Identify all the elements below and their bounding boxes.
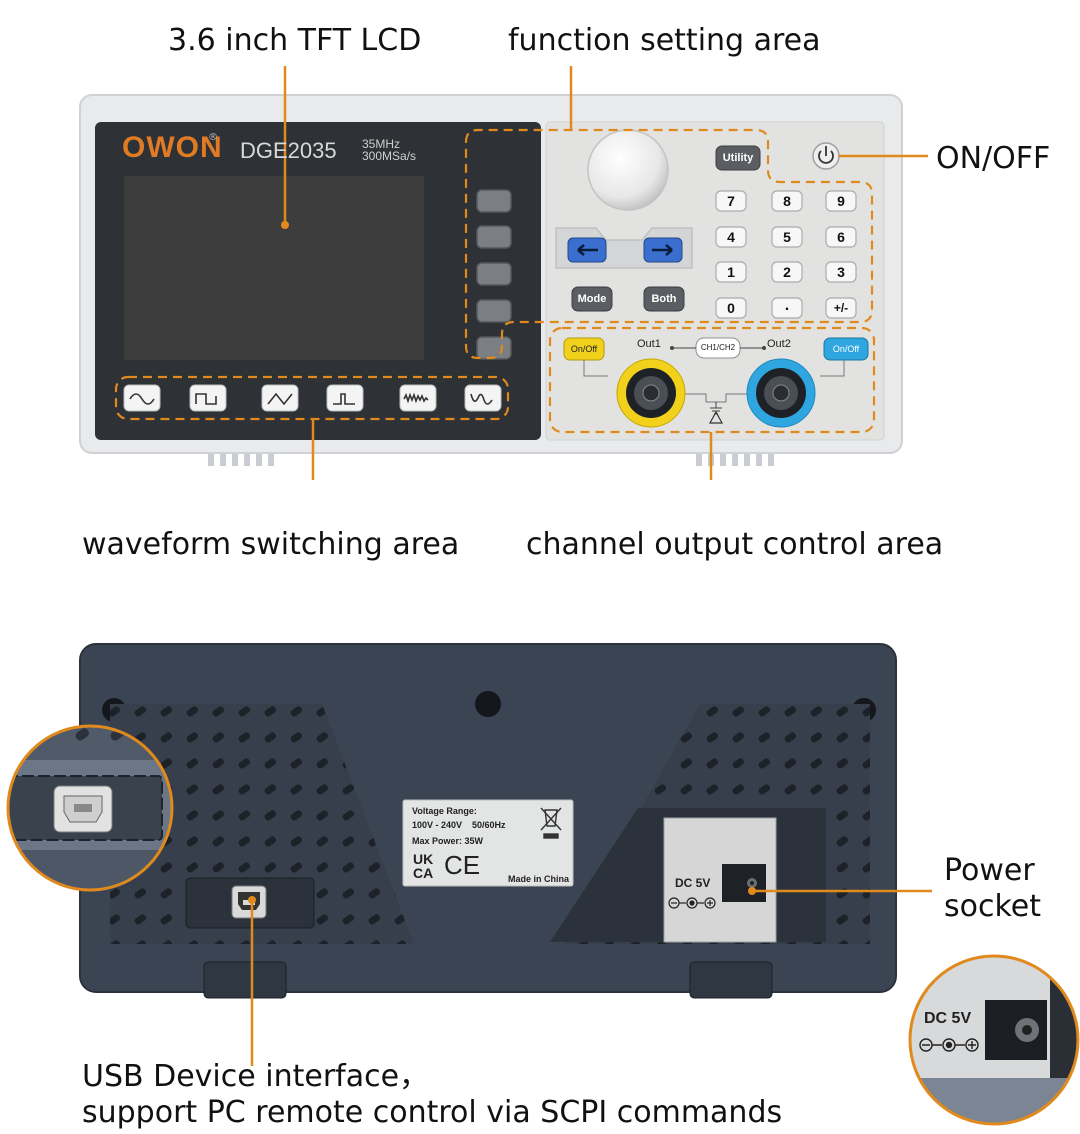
key-plus-minus[interactable]: +/-	[833, 301, 849, 315]
key-7[interactable]: 7	[727, 193, 735, 209]
registered-mark: ®	[208, 132, 218, 143]
key-0[interactable]: 0	[727, 300, 735, 316]
key-6[interactable]: 6	[837, 229, 845, 245]
key-dot[interactable]: .	[784, 297, 790, 314]
waveform-keys	[123, 384, 502, 412]
dc-label: DC 5V	[675, 876, 711, 890]
key-5[interactable]: 5	[783, 229, 791, 245]
ch2-onoff-button[interactable]: On/Off	[832, 344, 860, 354]
ce-mark: CE	[444, 850, 481, 880]
rating-voltage-value: 100V - 240V 50/60Hz	[412, 820, 506, 830]
rating-voltage-range: Voltage Range:	[412, 806, 477, 816]
label-usb-2: support PC remote control via SCPI comma…	[82, 1095, 783, 1130]
front-panel	[79, 66, 928, 480]
utility-button[interactable]: Utility	[722, 152, 754, 164]
key-4[interactable]: 4	[727, 229, 735, 245]
out1-label: Out1	[637, 338, 661, 350]
ch-switch-button[interactable]: CH1/CH2	[700, 343, 736, 352]
label-function-area: function setting area	[508, 23, 821, 58]
key-8[interactable]: 8	[783, 193, 791, 209]
ukca-mark-bottom: CA	[413, 865, 434, 881]
power-icon	[818, 146, 834, 164]
key-1[interactable]: 1	[727, 264, 735, 280]
ukca-mark-top: UK	[413, 851, 434, 867]
label-power-socket-1: Power	[944, 853, 1035, 888]
out2-label: Out2	[767, 338, 791, 350]
spec-rate: 300MSa/s	[362, 149, 417, 163]
label-lcd: 3.6 inch TFT LCD	[168, 23, 422, 58]
rear-panel	[6, 643, 1080, 1126]
label-channel-area: channel output control area	[526, 527, 944, 562]
zoom-dc-label: DC 5V	[924, 1010, 972, 1027]
label-on-off: ON/OFF	[936, 141, 1051, 176]
key-9[interactable]: 9	[837, 193, 845, 209]
rating-max-power: Max Power: 35W	[412, 836, 484, 846]
key-2[interactable]: 2	[783, 264, 791, 280]
dc-polarity-icon	[668, 897, 716, 909]
spec-freq: 35MHz	[362, 137, 401, 151]
dc-zoom	[910, 956, 1078, 1124]
brand-logo: OWON	[122, 131, 223, 164]
mode-button[interactable]: Mode	[577, 293, 607, 305]
model-name: DGE2035	[240, 138, 337, 163]
label-waveform-area: waveform switching area	[82, 527, 460, 562]
label-power-socket-2: socket	[944, 889, 1042, 924]
key-3[interactable]: 3	[837, 264, 845, 280]
ch1-onoff-button[interactable]: On/Off	[570, 344, 598, 354]
both-button[interactable]: Both	[651, 293, 677, 305]
warning-icon	[708, 410, 724, 424]
label-usb-1: USB Device interface，	[82, 1059, 430, 1094]
weee-bin-icon	[540, 807, 562, 839]
made-in-label: Made in China	[508, 874, 570, 884]
